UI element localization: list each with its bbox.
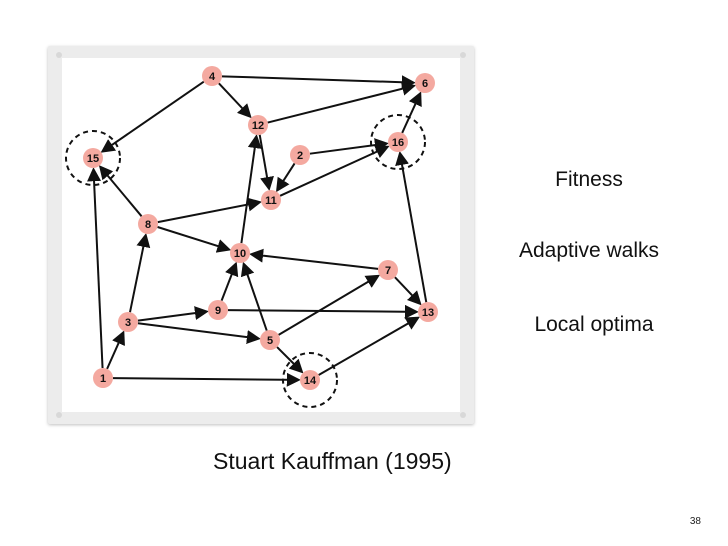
edge-3-8 [129,233,151,313]
node-label: 15 [87,153,99,165]
node-label: 3 [125,317,131,329]
edge-7-10 [249,248,379,270]
node-7: 7 [378,260,398,280]
edge-1-14 [112,372,301,387]
node-label: 11 [265,195,277,207]
edge-1-15 [87,167,104,369]
edge-1-3 [106,330,125,370]
edge-9-13 [227,304,419,319]
node-2: 2 [290,145,310,165]
edge-4-12 [218,82,252,119]
node-label: 5 [267,335,273,347]
edge-5-10 [240,261,268,331]
bullet-local-optima: Local optima [534,313,654,336]
node-11: 11 [261,190,281,210]
node-label: 8 [145,219,151,231]
edge-2-16 [309,138,389,155]
node-14: 14 [300,370,320,390]
node-8: 8 [138,214,158,234]
node-label: 1 [100,373,106,385]
bullet-adaptive-walks: Adaptive walks [518,239,660,262]
edge-11-16 [279,145,390,197]
node-label: 16 [392,137,404,149]
edge-14-13 [318,316,421,376]
edge-13-16 [395,151,428,303]
edge-9-10 [220,261,239,302]
node-label: 2 [297,150,303,162]
node-15: 15 [83,148,103,168]
node-12: 12 [248,115,268,135]
node-label: 4 [209,71,216,83]
node-13: 13 [418,302,438,322]
edge-3-9 [137,306,209,322]
node-label: 14 [304,375,317,387]
node-label: 10 [234,248,246,260]
node-6: 6 [415,73,435,93]
frame-corner-pin [460,52,466,58]
node-5: 5 [260,330,280,350]
slide-caption: Stuart Kauffman (1995) [213,448,452,474]
node-1: 1 [93,368,113,388]
node-4: 4 [202,66,222,86]
edge-12-11 [258,134,274,191]
node-label: 13 [422,307,434,319]
node-16: 16 [388,132,408,152]
edge-8-10 [157,226,232,253]
node-10: 10 [230,243,250,263]
node-9: 9 [208,300,228,320]
bullet-fitness: Fitness [555,168,623,191]
node-label: 9 [215,305,221,317]
edge-5-7 [278,274,381,336]
edge-10-12 [240,134,262,244]
frame-corner-pin [56,52,62,58]
local-optimum-marker [370,114,426,170]
frame-corner-pin [56,412,62,418]
local-optimum-marker [65,130,121,186]
node-label: 7 [385,265,391,277]
frame-corner-pin [460,412,466,418]
edge-8-15 [98,165,143,217]
page-number: 38 [689,516,701,527]
edge-8-11 [157,197,262,224]
node-label: 12 [252,120,264,132]
edge-5-14 [276,346,304,374]
local-optimum-marker [282,352,338,408]
node-3: 3 [118,312,138,332]
edge-4-15 [100,80,205,153]
edge-12-6 [267,81,417,124]
edge-2-11 [275,162,296,193]
node-label: 6 [422,78,428,90]
edge-16-6 [401,91,422,134]
edge-7-13 [394,276,422,306]
edge-4-6 [221,75,416,90]
edge-3-5 [137,322,261,345]
